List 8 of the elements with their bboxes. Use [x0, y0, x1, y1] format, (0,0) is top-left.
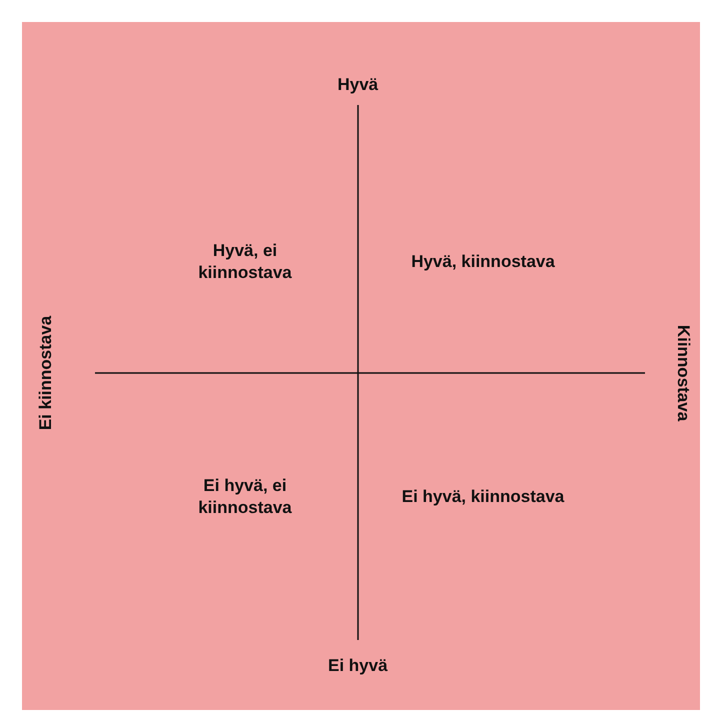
axis-label: Ei hyvä — [328, 655, 388, 677]
quadrant-label: Ei hyvä, kiinnostava — [400, 486, 566, 508]
axis-label: Kiinnostava — [673, 324, 694, 422]
axis-label: Hyvä — [338, 74, 378, 96]
quadrant-label: Hyvä, ei kiinnostava — [197, 240, 293, 284]
quadrant-label: Ei hyvä, ei kiinnostava — [197, 475, 293, 519]
axis-label: Ei kiinnostava — [35, 316, 56, 430]
quadrant-label: Hyvä, kiinnostava — [410, 251, 556, 273]
